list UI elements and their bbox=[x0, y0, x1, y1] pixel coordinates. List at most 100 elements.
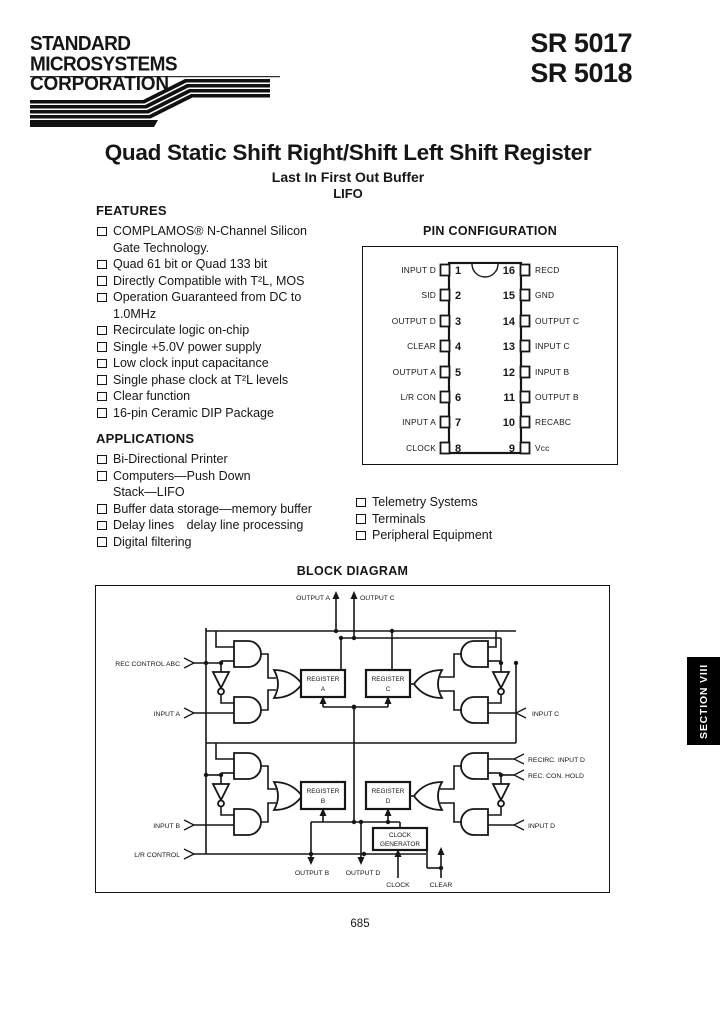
pin-number: 8 bbox=[455, 443, 461, 455]
applications-heading: APPLICATIONS bbox=[96, 431, 195, 446]
pin-number: 5 bbox=[455, 367, 461, 379]
dip-notch-icon bbox=[471, 263, 499, 278]
checkbox-bullet-icon bbox=[97, 408, 107, 418]
pin-number: 3 bbox=[455, 316, 461, 328]
register-d-box: REGISTER D bbox=[364, 780, 412, 811]
pin-label: INPUT C bbox=[535, 341, 570, 351]
signal-label-clear: CLEAR bbox=[430, 882, 453, 889]
checkbox-bullet-icon bbox=[97, 471, 107, 481]
pin-number: 4 bbox=[455, 341, 462, 353]
part-numbers: SR 5017 SR 5018 bbox=[530, 28, 632, 88]
pin-label: OUTPUT A bbox=[393, 367, 437, 377]
register-word: REGISTER bbox=[307, 676, 340, 683]
feature-text: Low clock input capacitance bbox=[113, 356, 269, 370]
checkbox-bullet-icon bbox=[97, 520, 107, 530]
or-gates bbox=[272, 669, 444, 811]
checkbox-bullet-icon bbox=[97, 454, 107, 464]
signal-label-input-b: INPUT B bbox=[153, 823, 180, 830]
register-word: REGISTER bbox=[307, 788, 340, 795]
pin-number: 12 bbox=[503, 367, 515, 379]
pin-label: Vcc bbox=[535, 443, 550, 453]
application-text: Terminals bbox=[372, 511, 426, 526]
application-item: Digital filtering bbox=[96, 534, 382, 551]
signal-labels: OUTPUT A OUTPUT C REC CONTROL ABC INPUT … bbox=[115, 595, 585, 889]
clock-generator-word1: CLOCK bbox=[389, 832, 412, 839]
feature-item: Operation Guaranteed from DC to 1.0MHz bbox=[96, 289, 368, 322]
dip-body bbox=[447, 261, 523, 455]
signal-label-output-b: OUTPUT B bbox=[295, 870, 330, 877]
and-gates bbox=[233, 640, 489, 836]
feature-item: Single +5.0V power supply bbox=[96, 339, 368, 356]
signal-label-input-d: INPUT D bbox=[528, 823, 555, 830]
checkbox-bullet-icon bbox=[97, 375, 107, 385]
block-diagram-schematic: REGISTER A REGISTER C REGISTER B REGISTE… bbox=[115, 591, 585, 889]
checkbox-bullet-icon bbox=[97, 342, 107, 352]
signal-label-input-c: INPUT C bbox=[532, 711, 559, 718]
application-text: Digital filtering bbox=[113, 534, 192, 549]
signal-label-lr-control: L/R CONTROL bbox=[134, 852, 180, 859]
feature-text: Directly Compatible with T²L, MOS bbox=[113, 273, 305, 288]
pin-number: 7 bbox=[455, 417, 461, 429]
checkbox-bullet-icon bbox=[356, 514, 366, 524]
company-name-line2: CORPORATION bbox=[30, 72, 169, 96]
feature-item: Clear function bbox=[96, 388, 368, 405]
company-name-line1: STANDARD MICROSYSTEMS bbox=[30, 34, 280, 78]
signal-label-output-c: OUTPUT C bbox=[360, 595, 395, 602]
application-item: Bi-Directional Printer bbox=[96, 451, 382, 468]
page-subtitle-2: LIFO bbox=[333, 186, 363, 201]
checkbox-bullet-icon bbox=[97, 358, 107, 368]
checkbox-bullet-icon bbox=[97, 226, 107, 236]
features-heading: FEATURES bbox=[96, 203, 167, 218]
application-item: Buffer data storage—memory buffer bbox=[96, 501, 382, 518]
register-letter: C bbox=[386, 686, 391, 693]
pin-label: RECABC bbox=[535, 417, 571, 427]
checkbox-bullet-icon bbox=[97, 276, 107, 286]
feature-text: 16-pin Ceramic DIP Package bbox=[113, 405, 274, 420]
title-block: Quad Static Shift Right/Shift Left Shift… bbox=[0, 140, 696, 201]
pin-label: OUTPUT B bbox=[535, 392, 579, 402]
pin-label: CLEAR bbox=[407, 341, 436, 351]
pin-number: 6 bbox=[455, 392, 461, 404]
feature-item: Recirculate logic on-chip bbox=[96, 322, 368, 339]
applications-list-right: Telemetry Systems Terminals Peripheral E… bbox=[355, 494, 575, 544]
block-diagram-box: REGISTER A REGISTER C REGISTER B REGISTE… bbox=[95, 585, 610, 893]
application-item: Terminals bbox=[355, 511, 575, 528]
register-letter: A bbox=[321, 686, 326, 693]
feature-item: COMPLAMOS® N-Channel Silicon Gate Techno… bbox=[96, 223, 368, 256]
pin-number: 9 bbox=[509, 443, 515, 455]
application-item: Telemetry Systems bbox=[355, 494, 575, 511]
feature-text: Clear function bbox=[113, 389, 191, 403]
application-text: Delay lines delay line processing bbox=[113, 518, 304, 532]
junction-dots bbox=[203, 628, 519, 871]
applications-list-left: Bi-Directional Printer Computers—Push Do… bbox=[96, 451, 382, 550]
pin-label: OUTPUT D bbox=[392, 316, 436, 326]
pin-label: INPUT B bbox=[535, 367, 570, 377]
feature-text: Operation Guaranteed from DC to 1.0MHz bbox=[113, 290, 302, 321]
signal-label-recirc-input-d: RECIRC. INPUT D bbox=[528, 757, 585, 764]
feature-text: Quad 61 bit or Quad 133 bit bbox=[113, 257, 268, 271]
application-text: Peripheral Equipment bbox=[372, 528, 493, 542]
pin-number: 13 bbox=[503, 341, 515, 353]
clock-generator-word2: GENERATOR bbox=[380, 841, 420, 848]
register-b-box: REGISTER B bbox=[299, 780, 347, 811]
pin-number: 11 bbox=[503, 392, 515, 404]
page-subtitle: Last In First Out Buffer bbox=[271, 169, 425, 185]
pin-configuration-heading: PIN CONFIGURATION bbox=[422, 224, 558, 238]
pin-label: GND bbox=[535, 290, 554, 300]
checkbox-bullet-icon bbox=[97, 325, 107, 335]
feature-item: Single phase clock at T²L levels bbox=[96, 372, 368, 389]
application-text: Computers—Push Down Stack—LIFO bbox=[113, 468, 251, 500]
application-item: Computers—Push Down Stack—LIFO bbox=[96, 468, 382, 501]
pin-number: 14 bbox=[503, 316, 516, 328]
feature-text: Single phase clock at T²L levels bbox=[113, 372, 289, 387]
checkbox-bullet-icon bbox=[356, 497, 366, 507]
feature-item: Low clock input capacitance bbox=[96, 355, 368, 372]
clock-generator-box: CLOCK GENERATOR bbox=[371, 826, 429, 852]
pin-number: 10 bbox=[503, 417, 515, 429]
register-c-box: REGISTER C bbox=[364, 668, 412, 699]
